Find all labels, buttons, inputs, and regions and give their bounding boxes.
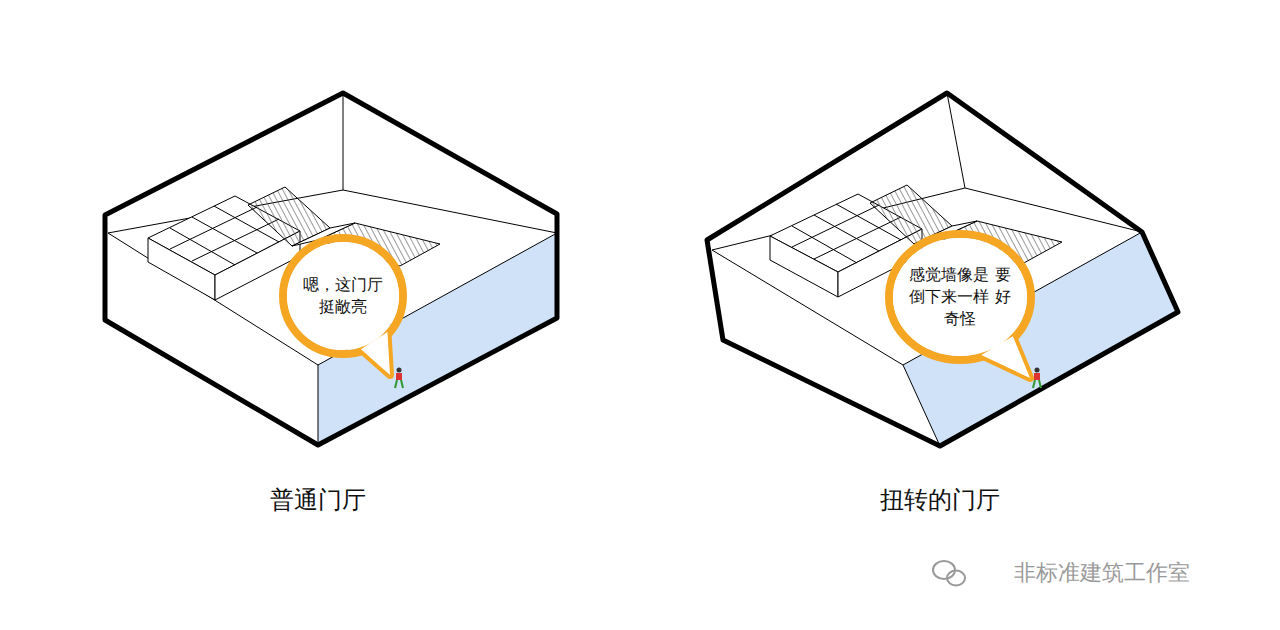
caption: 扭转的门厅 <box>880 484 1000 516</box>
bubble-text: 嗯，这门厅 挺敞亮 <box>299 274 387 318</box>
person-figure <box>1033 368 1041 389</box>
wechat-icon <box>933 561 965 586</box>
bubble-outline <box>279 234 407 358</box>
bubble-text: 感觉墙像是 要倒下来一样 好奇怪 <box>905 264 1015 330</box>
speech-bubble: 嗯，这门厅 挺敞亮 <box>279 234 407 358</box>
twisted-lobby <box>707 93 1178 446</box>
watermark: 非标准建筑工作室 <box>1014 558 1190 588</box>
person-figure <box>395 368 403 389</box>
ordinary-lobby <box>105 93 557 445</box>
caption: 普通门厅 <box>270 484 366 516</box>
speech-bubble: 感觉墙像是 要倒下来一样 好奇怪 <box>885 230 1035 364</box>
